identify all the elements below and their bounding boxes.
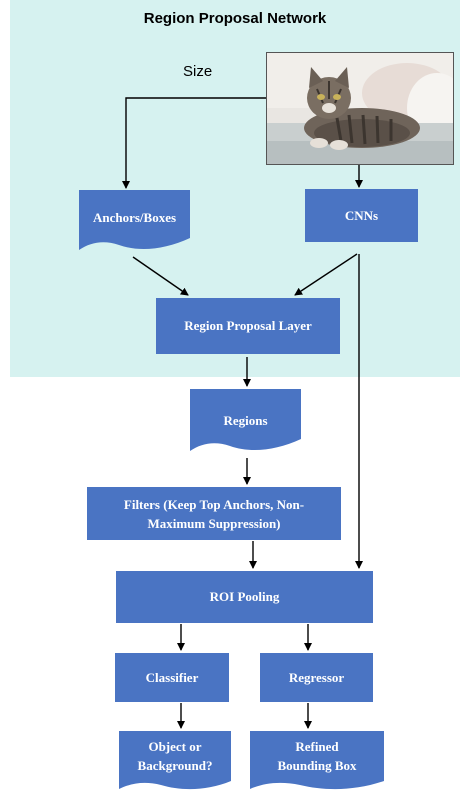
classifier-node: Classifier: [115, 653, 229, 702]
cnns-node: CNNs: [305, 189, 418, 242]
arrow-cnns-to-rpl: [294, 253, 358, 296]
regions-node: Regions: [190, 389, 301, 457]
filters-label-line2: Maximum Suppression): [147, 515, 281, 531]
refined-bounding-box-node: Refined Bounding Box: [250, 731, 384, 791]
diagram-title: Region Proposal Network: [143, 10, 327, 27]
object-label-line1: Object or: [148, 739, 202, 754]
regressor-node: Regressor: [260, 653, 373, 702]
object-or-background-node: Object or Background?: [119, 731, 231, 791]
refined-label-line1: Refined: [295, 739, 339, 754]
anchors-boxes-node: Anchors/Boxes: [79, 190, 190, 256]
arrow-anchors-to-rpl: [132, 256, 189, 296]
refined-label-line2: Bounding Box: [277, 758, 357, 773]
cat-photo: [266, 52, 454, 165]
size-label: Size: [183, 63, 213, 80]
filters-node: Filters (Keep Top Anchors, Non- Maximum …: [87, 487, 341, 540]
regions-label: Regions: [223, 413, 268, 428]
object-label-line2: Background?: [137, 758, 213, 773]
roi-pooling-node: ROI Pooling: [116, 571, 373, 623]
region-proposal-layer-node: Region Proposal Layer: [156, 298, 340, 354]
filters-label-line1: Filters (Keep Top Anchors, Non-: [123, 496, 305, 512]
cat-photo-image: [267, 53, 453, 164]
anchors-boxes-label: Anchors/Boxes: [92, 210, 177, 225]
arrow-photo-to-anchors: [122, 97, 266, 189]
